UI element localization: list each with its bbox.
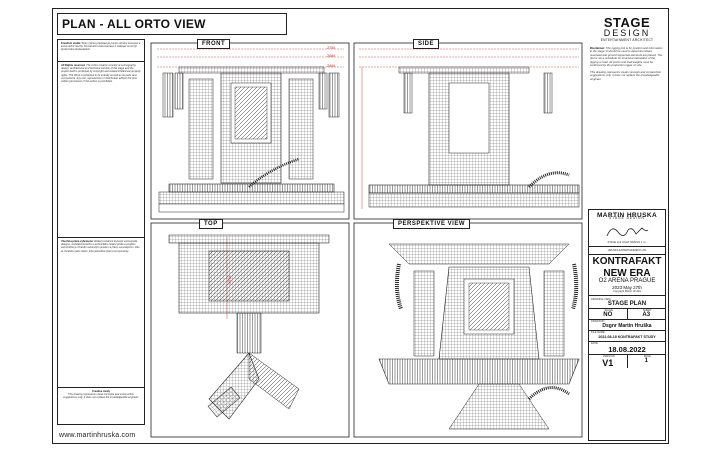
side-view-label: SIDE [413, 39, 440, 49]
venue: O2 ARENA PRAGUE [598, 278, 656, 285]
drawing-sheet: PLAN - ALL ORTO VIEW Kreativní studie Te… [52, 8, 669, 444]
scale-label: SCALE [604, 309, 613, 313]
address: STAGE and LIGHT DESIGN s.r.o. [607, 240, 647, 244]
notes-cz2: Všechna práva vyhrazena Veškerý kreativn… [58, 238, 144, 388]
drawn-value: Dsgnr Martin Hruška [602, 323, 652, 330]
disclaimer-text-2: This drawing represents visual concepts … [590, 69, 662, 81]
logo-stage: STAGE [603, 15, 651, 30]
notes-cz-heading: Kreativní studie [61, 42, 81, 45]
scale-cell: SCALE NO [589, 309, 628, 320]
copyright: Copyright Martin Hruška [613, 290, 641, 294]
date-value: 18.08.2022 [608, 345, 646, 355]
notes-copyright: All Rights reserved. The entire creative… [58, 62, 144, 238]
drawing-title: STAGE PLAN [607, 301, 647, 308]
top-view: 27M [168, 234, 330, 420]
event-title-line1: KONTRAFAKT [592, 256, 662, 268]
page-label: PAGE [643, 355, 651, 359]
height-24m: 24M [327, 63, 335, 68]
page-value: 1 [644, 358, 648, 365]
file-label: FILE NAME [591, 331, 605, 335]
stage-design-logo: STAGE DESIGN ENTERTAINMENT ARCHITECT [588, 15, 666, 43]
notes-cz2-heading: Všechna práva vyhrazena [61, 240, 93, 243]
notes-cz2-text: Veškerý kreativní koncept scénografie, d… [61, 240, 140, 253]
sheet-value: A3 [642, 312, 651, 319]
version-page-row: VERSION V1 PAGE 1 [589, 354, 666, 369]
front-view-label: FRONT [197, 39, 231, 49]
signature-icon [606, 227, 649, 236]
height-26m: 26M [327, 53, 335, 58]
height-27m: 27M [327, 45, 335, 50]
version-value: V1 [602, 358, 614, 369]
version-cell: VERSION V1 [589, 355, 628, 369]
disclaimer: Disclaimer: The rigging plot is for posi… [588, 46, 666, 81]
front-view [157, 48, 345, 213]
company: HRUSKA ENTERTAINMENT LTD [607, 249, 647, 253]
scale-value: NO [603, 312, 613, 319]
logo-sub: ENTERTAINMENT ARCHITECT [600, 38, 654, 42]
date-label: DATE [591, 342, 598, 346]
drawing-label: DRAWING VIEW [591, 298, 611, 302]
svg-text:27M: 27M [227, 276, 232, 284]
sheet-label: SHEET [642, 309, 652, 313]
page-cell: PAGE 1 [628, 355, 666, 368]
side-view [359, 48, 580, 209]
drawn-label: DRAWN BY [591, 320, 605, 324]
event-title-line2: NEW ERA [603, 267, 651, 279]
title-block-column: STAGE DESIGN ENTERTAINMENT ARCHITECT Dis… [588, 13, 666, 441]
notes-copyright-heading: All Rights reserved. [61, 64, 86, 67]
brand-name: MARTIN HRUSKA [596, 212, 658, 219]
scale-sheet-row: SCALE NO SHEET A3 [589, 308, 666, 320]
page-title: PLAN - ALL ORTO VIEW [57, 13, 287, 35]
brand-sub: STAGE DESIGN [609, 216, 645, 221]
notes-cz: Kreativní studie Tento výkres představuj… [58, 40, 144, 62]
title-block: MARTIN HRUSKA STAGE DESIGN STAGE and LIG… [588, 209, 666, 441]
notes-column: Kreativní studie Tento výkres představuj… [57, 39, 145, 425]
notes-cz-text: Tento výkres představuje pouze vizuální … [61, 42, 141, 52]
views-drawing: 27M [150, 42, 583, 438]
notes-copyright-text: The entire creative concept of scenograp… [61, 64, 141, 84]
top-view-label: TOP [199, 219, 223, 229]
version-label: VERSION [602, 355, 615, 359]
perspective-view-label: PERSPEKTIVE VIEW [393, 219, 471, 229]
views-area: 27M FRONT SIDE TOP PERSPEKTIVE VIEW 27M … [149, 39, 584, 439]
file-value: 2022-08-18 KONTRAFAKT STUDY [598, 335, 656, 340]
top-frame [150, 222, 350, 438]
disclaimer-text: The rigging plot is for position and inf… [590, 46, 663, 68]
sheet-cell: SHEET A3 [628, 309, 666, 319]
front-frame [150, 42, 350, 220]
notes-creative-heading: Creative study [92, 390, 110, 393]
event-date: 2023 May 27th [612, 285, 642, 291]
footer-url[interactable]: www.martinhruska.com [59, 432, 136, 439]
disclaimer-heading: Disclaimer: [590, 46, 606, 50]
logo-design: DESIGN [603, 28, 651, 38]
notes-creative-text: This drawing represents visual concepts … [63, 393, 139, 400]
notes-creative: Creative study This drawing represents v… [58, 388, 144, 402]
perspective-view [378, 243, 580, 430]
